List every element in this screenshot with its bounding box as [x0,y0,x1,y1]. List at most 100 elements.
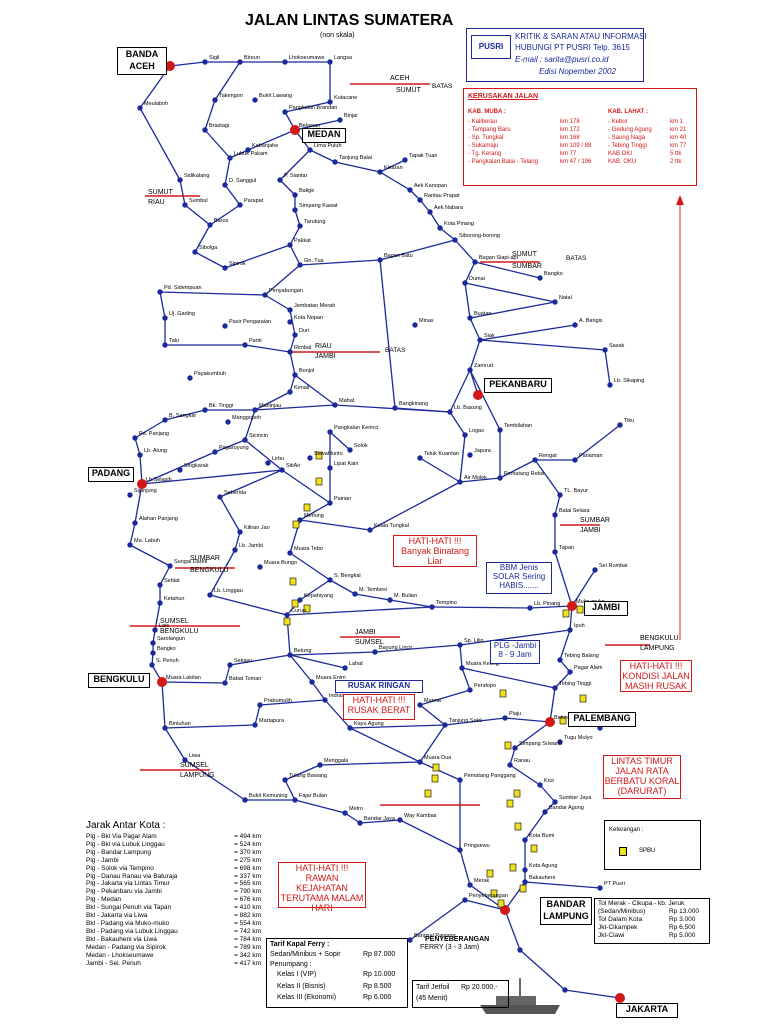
road-segment [194,224,211,253]
road-segment [539,784,556,803]
town-node [287,550,293,556]
place-name: Pringsewu [464,843,490,849]
town-node [222,182,228,188]
distance-route: Plg - Solok via Tempino [86,864,154,872]
place-name: Fajar Bulan [299,793,327,799]
town-node [217,494,223,500]
town-node [332,402,338,408]
place-name: Way Kambas [404,813,437,819]
place-name: Siak [484,333,495,339]
place-name: Kota Bumi [529,833,554,839]
place-name: Muara Tebo [294,546,323,552]
town-node [287,307,293,313]
road-segment [571,569,596,607]
damage-lahat-km: 2 ttk [670,159,682,165]
border-label: BATAS [432,83,453,90]
distance-row: Medan - Lhokseumawe= 342 km [86,952,261,960]
road-segment [289,651,376,656]
place-name: Jembatan Merah [294,303,335,309]
place-name: Metro [349,806,363,812]
town-node [292,192,298,198]
road-segment [464,282,556,303]
province-name: ACEH [390,75,409,82]
town-node [552,299,558,305]
warning-text: JALAN RATA [615,766,669,776]
place-name: Tanjung Sakti [449,718,482,724]
town-node [567,669,573,675]
town-node [242,797,248,803]
place-name: Manggopoh [232,415,261,421]
town-node [417,455,423,461]
place-name: Plaju [509,711,521,717]
town-node [457,479,463,485]
town-node [372,649,378,655]
province-name: SUMUT [512,251,538,258]
damage-title: KERUSAKAN JALAN [468,93,539,100]
place-name: Sp. Lilin [464,638,484,644]
place-name: Bayung Lincir [379,645,412,651]
toll-r2: (Sedan/Minibus) [598,908,646,915]
place-name: Sei Rumbai [599,563,627,569]
town-node [212,449,218,455]
town-node [597,885,603,891]
distance-route: Plg - Pekanbaru via Jambi [86,888,162,896]
road-segment [324,699,351,729]
road-segment [524,881,601,889]
distance-km: = 342 km [234,951,261,959]
town-node [607,382,613,388]
road-segment [161,681,226,684]
distance-row: Plg - Jambi= 275 km [86,857,261,865]
jetfoil-label: Tarif Jetfoil [416,984,450,991]
spbu-icon [315,477,323,486]
distance-route: Plg - Medan [86,896,122,904]
road-segment [369,481,461,531]
spbu-icon [283,617,291,626]
place-name: Takengon [219,93,243,99]
town-node [342,810,348,816]
town-node [317,762,323,768]
distance-row: Plg - Medan= 676 km [86,896,261,904]
damage-lahat-place: - Saung Naga [608,135,646,141]
road-segment [574,424,621,461]
road-segment [459,434,466,483]
place-name: Brastagi [209,123,229,129]
road-segment [244,439,283,471]
road-segment [224,244,291,269]
town-node [537,275,543,281]
road-segment [209,549,236,596]
toll-r5v: Rp 5.000 [669,932,696,939]
warning-text: HATI-HATI !!! [352,695,406,705]
place-name: Seberida [224,490,247,496]
road-segment [244,344,291,353]
place-name: Kota Agung [529,863,557,869]
town-node [327,429,333,435]
town-node [222,323,228,329]
place-name: Uj. Gading [169,311,195,317]
town-node [137,452,143,458]
road-segment [461,667,471,691]
place-name: Langsa [334,55,353,61]
road-segment [294,799,346,814]
town-node [337,117,343,123]
place-name: Balige [299,188,314,194]
place-name: Alahan Panjang [139,516,178,522]
spbu-icon [559,716,567,725]
town-node [552,512,558,518]
damage-lahat-place: - Tebing Tinggi [608,143,647,149]
jetfoil-price: Rp 20.000,- [461,984,498,991]
town-node [327,500,333,506]
road-segment [224,157,231,186]
place-name: Muara Enim [316,675,346,681]
road-segment [439,227,456,241]
road-segment [319,761,421,766]
road-segment [469,369,501,431]
road-segment [519,949,566,991]
distance-route: Bkl - Padang via Lubuk Linggau [86,927,178,935]
damage-muba-place: - Tampang Baru [468,127,511,133]
place-name: Kota Nopan [294,315,323,321]
place-name: Tarutung [304,219,325,225]
damage-muba-place: - Sp. Tungkal [468,135,504,141]
damage-muba-km: km 168 [560,135,580,141]
place-name: Merlung [304,513,324,519]
town-node [157,600,163,606]
